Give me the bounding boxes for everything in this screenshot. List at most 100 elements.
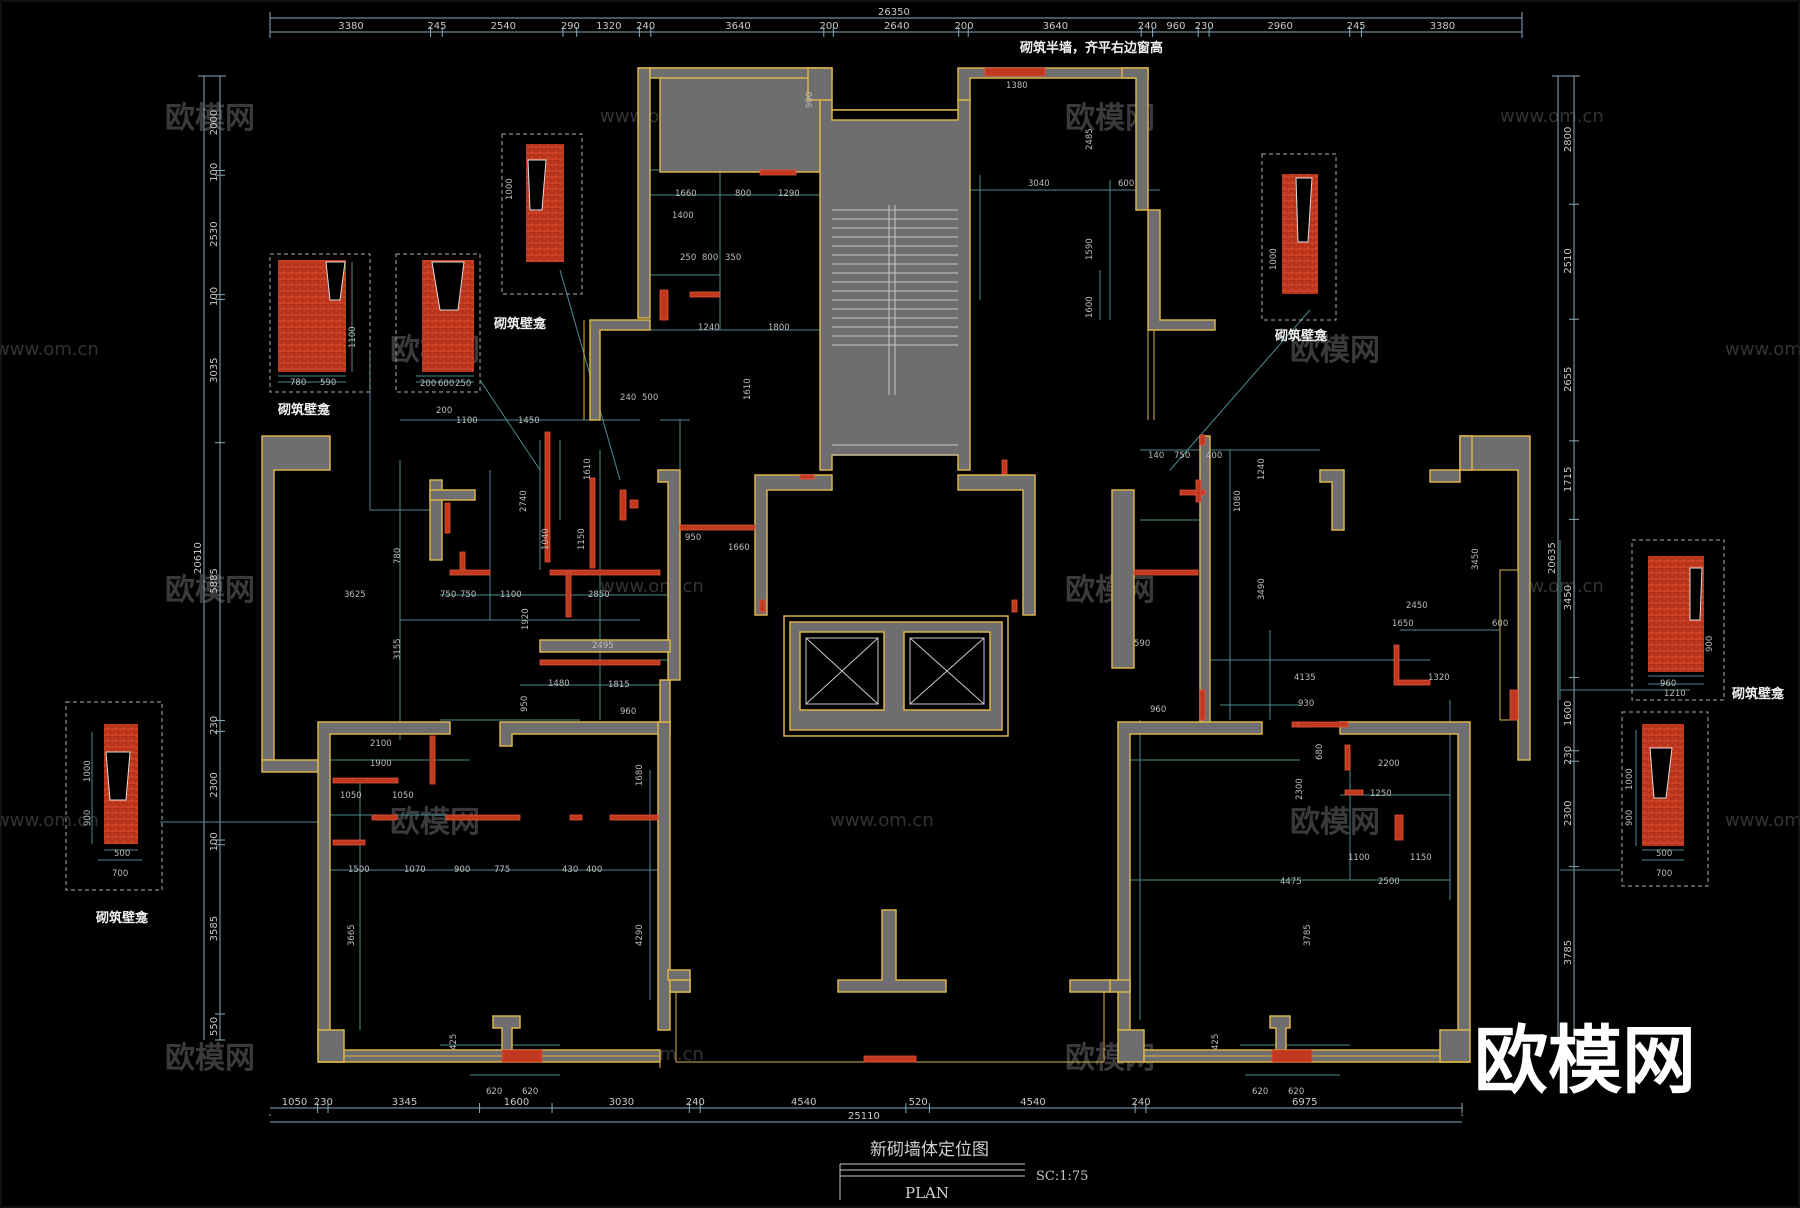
dim-label: 1050 — [340, 791, 362, 801]
dim-label: 600 — [1118, 179, 1134, 189]
dim-label: 700 — [112, 869, 128, 879]
interior-dim-labels: 1660 800 1290 1400 250 800 350 1240 1800… — [340, 92, 1508, 1097]
dim-label: 1000 — [1625, 768, 1635, 790]
wall — [657, 469, 681, 681]
dim-label: 200 — [436, 406, 452, 416]
dimension-label: 230 — [209, 716, 220, 735]
new-brick-wall — [1199, 689, 1206, 721]
dim-label: 950 — [520, 696, 530, 712]
dim-label: 600 — [438, 379, 454, 389]
overall-dimension: 26350 — [878, 7, 910, 18]
dim-label: 1290 — [778, 189, 800, 199]
half-wall-note: 砌筑半墙，齐平右边窗高 — [1019, 40, 1163, 56]
dim-label: 2500 — [1378, 877, 1400, 887]
dimension-label: 2530 — [209, 221, 220, 246]
dim-label: 400 — [1206, 451, 1222, 461]
wall — [1319, 469, 1345, 531]
wall — [831, 109, 959, 121]
dim-label: 590 — [320, 378, 336, 388]
dim-label: 900 — [1705, 636, 1715, 652]
new-brick-wall — [619, 489, 627, 521]
central-column — [492, 909, 1291, 1051]
dimension-label: 4540 — [791, 1097, 816, 1108]
dim-label: 780 — [290, 378, 306, 388]
wall — [429, 489, 476, 501]
overall-dimension: 20610 — [193, 542, 204, 574]
watermark-url: www.om.cn — [0, 810, 99, 831]
new-brick-wall — [679, 524, 756, 531]
dim-label: 3665 — [347, 924, 357, 946]
watermark-cn: 欧模网 — [165, 573, 255, 608]
dim-label: 250 — [455, 379, 471, 389]
dim-label: 2495 — [592, 641, 614, 651]
dimension-label: 230 — [1563, 746, 1574, 765]
dim-label: 1650 — [1392, 619, 1414, 629]
dim-label: 1070 — [404, 865, 426, 875]
new-brick-wall — [565, 571, 572, 618]
wall — [589, 319, 651, 421]
new-brick-wall — [1394, 814, 1404, 841]
dim-label: 1100 — [456, 416, 478, 426]
dimension-label: 5885 — [209, 568, 220, 593]
dim-label: 1210 — [1664, 689, 1686, 699]
dim-label: 1080 — [1233, 490, 1243, 512]
dim-label: 1610 — [743, 378, 753, 400]
dim-label: 1600 — [1085, 296, 1095, 318]
dimension-label: 6975 — [1292, 1097, 1317, 1108]
new-brick-wall — [429, 735, 436, 785]
dim-label: 1050 — [392, 791, 414, 801]
wall — [1429, 469, 1461, 483]
dim-label: 1240 — [698, 323, 720, 333]
dim-label: 2200 — [1378, 759, 1400, 769]
dimension-label: 3345 — [392, 1097, 417, 1108]
niche-detail-top-left: 780 590 1100 砌筑壁龛 — [269, 253, 371, 418]
dim-label: 750 — [440, 590, 456, 600]
dim-label: 620 — [1252, 1087, 1268, 1097]
dim-label: 1150 — [577, 528, 587, 550]
dim-label: 775 — [494, 865, 510, 875]
new-brick-wall — [799, 474, 815, 480]
dimension-label: 3030 — [609, 1097, 634, 1108]
dimension-label: 2800 — [1563, 127, 1574, 152]
niche-detail-right: 960 1210 900 砌筑壁龛 — [1631, 539, 1785, 702]
wall — [1111, 489, 1135, 669]
new-brick-wall — [449, 569, 491, 576]
dim-label: 1100 — [348, 326, 358, 348]
scale-label: SC:1:75 — [1036, 1169, 1088, 1184]
dim-label: 930 — [1298, 699, 1314, 709]
dim-label: 600 — [1492, 619, 1508, 629]
wall — [957, 474, 1036, 616]
dim-label: 960 — [1150, 705, 1166, 715]
watermark-cn: 欧模网 — [1290, 805, 1380, 840]
dim-label: 900 — [1625, 810, 1635, 826]
wall-elevator-shaft — [783, 615, 1009, 737]
wall — [649, 67, 821, 79]
overall-dimension: 20635 — [1547, 542, 1558, 574]
new-brick-wall — [1195, 479, 1202, 503]
new-brick-wall — [549, 569, 661, 576]
dim-label: 425 — [449, 1034, 459, 1050]
dimension-label: 2300 — [209, 772, 220, 797]
new-brick-wall — [589, 477, 596, 569]
new-brick-wall — [1509, 689, 1519, 721]
dim-label: 750 — [1174, 451, 1190, 461]
wall — [1121, 67, 1149, 211]
niche-detail-upper-centre: 1000 砌筑壁龛 — [493, 133, 583, 332]
dim-label: 1100 — [1348, 853, 1370, 863]
niche-detail-right-lower: 500 700 1000 900 — [1621, 711, 1709, 887]
new-brick-wall — [1297, 721, 1349, 728]
dimension-label: 240 — [686, 1097, 705, 1108]
dim-label: 900 — [83, 810, 93, 826]
dimension-label: 2655 — [1563, 367, 1574, 392]
new-brick-wall — [1344, 789, 1364, 796]
niche-label: 砌筑壁龛 — [1274, 328, 1328, 344]
dim-label: 400 — [586, 865, 602, 875]
dim-label: 2740 — [519, 490, 529, 512]
dim-label: 3625 — [344, 590, 366, 600]
title-block: 新砌墙体定位图 PLAN SC:1:75 — [839, 1140, 1088, 1202]
dimension-label: 100 — [209, 163, 220, 182]
new-brick-wall — [659, 289, 669, 321]
dimension-label: 230 — [1195, 21, 1214, 32]
